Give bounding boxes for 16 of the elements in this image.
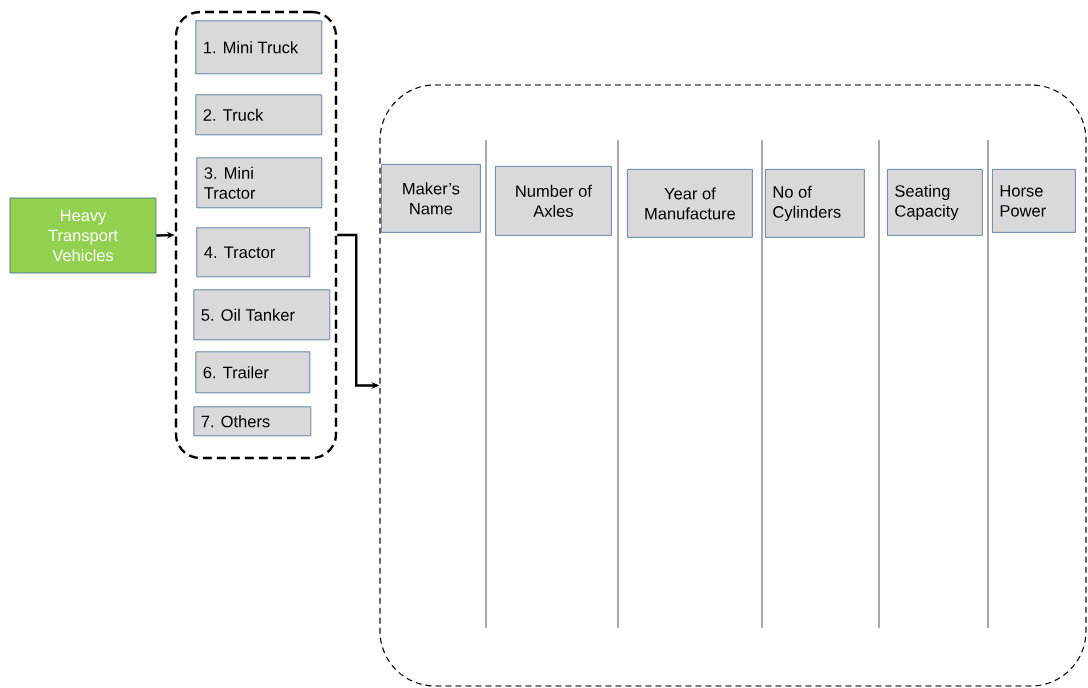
vehicle-box: 2. Truck (195, 94, 323, 136)
attribute-box: Seating Capacity (887, 169, 983, 236)
attribute-box: Number of Axles (495, 166, 612, 236)
attribute-box: Maker’s Name (381, 164, 481, 233)
dashed-group-frame (174, 10, 338, 460)
dashed-group-frame (379, 84, 1087, 687)
vehicle-box: 7. Others (193, 406, 312, 437)
vehicle-box: 3. Mini Tractor (196, 157, 323, 209)
category-box: Heavy Transport Vehicles (9, 197, 157, 274)
vehicle-box: 1. Mini Truck (195, 20, 323, 75)
vehicle-box: 6. Trailer (195, 351, 311, 394)
vehicle-box: 5. Oil Tanker (193, 289, 331, 341)
attribute-box: No of Cylinders (765, 169, 865, 238)
attribute-box: Horse Power (992, 169, 1076, 233)
vehicle-box: 4. Tractor (196, 227, 311, 278)
attribute-box: Year of Manufacture (627, 169, 753, 238)
